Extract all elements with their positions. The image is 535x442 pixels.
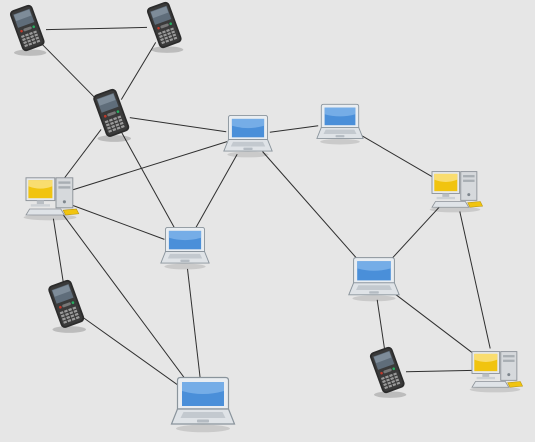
edge-laptop-1-laptop-3: [195, 153, 238, 229]
smartphone-icon-phone-2: [145, 0, 184, 53]
edge-desktop-1-laptop-4: [62, 214, 191, 386]
edge-laptop-1-desktop-1: [70, 141, 228, 191]
smartphone-icon: [368, 345, 407, 398]
smartphone-icon: [46, 278, 87, 333]
edge-desktop-2-laptop-5: [388, 205, 441, 263]
laptop-icon-laptop-5: [348, 256, 400, 302]
edge-laptop-3-laptop-4: [187, 268, 201, 382]
desktop-computer-icon-desktop-2: [429, 171, 484, 213]
laptop-icon: [316, 103, 364, 145]
laptop-icon-laptop-2: [316, 103, 364, 145]
edge-phone-3-desktop-1: [62, 129, 102, 180]
laptop-icon: [223, 114, 273, 158]
laptop-icon: [160, 226, 210, 270]
laptop-icon: [348, 256, 400, 302]
edge-phone-4-laptop-4: [81, 316, 186, 391]
edge-laptop-5-desktop-3: [391, 290, 478, 358]
desktop-computer-icon-desktop-3: [469, 351, 524, 393]
smartphone-icon-phone-4: [46, 278, 87, 333]
smartphone-icon: [145, 0, 184, 53]
edge-desktop-2-desktop-3: [459, 211, 491, 349]
edge-phone-3-laptop-3: [120, 130, 175, 228]
desktop-computer-icon: [429, 171, 484, 213]
smartphone-icon: [8, 3, 47, 56]
connection-lines: [40, 26, 491, 391]
edge-laptop-1-laptop-2: [269, 125, 319, 133]
edge-phone-2-phone-3: [120, 42, 157, 100]
edge-phone-1-phone-3: [40, 42, 100, 103]
laptop-icon-laptop-3: [160, 226, 210, 270]
edge-phone-1-phone-2: [45, 26, 148, 31]
laptop-icon: [170, 376, 236, 433]
edge-desktop-1-phone-4: [52, 218, 65, 289]
desktop-computer-icon-desktop-1: [23, 177, 80, 221]
edge-phone-3-laptop-1: [129, 117, 227, 133]
smartphone-icon-phone-1: [8, 3, 47, 56]
edge-desktop-1-laptop-3: [70, 204, 165, 240]
laptop-icon-laptop-4: [170, 376, 236, 433]
edge-laptop-5-phone-5: [376, 299, 386, 355]
edge-phone-5-desktop-3: [405, 369, 474, 373]
edge-laptop-2-desktop-2: [358, 133, 437, 180]
laptop-icon-laptop-1: [223, 114, 273, 158]
desktop-computer-icon: [469, 351, 524, 393]
device-nodes: [8, 0, 524, 433]
smartphone-icon-phone-5: [368, 345, 407, 398]
edge-laptop-1-laptop-5: [262, 151, 360, 262]
desktop-computer-icon: [23, 177, 80, 221]
